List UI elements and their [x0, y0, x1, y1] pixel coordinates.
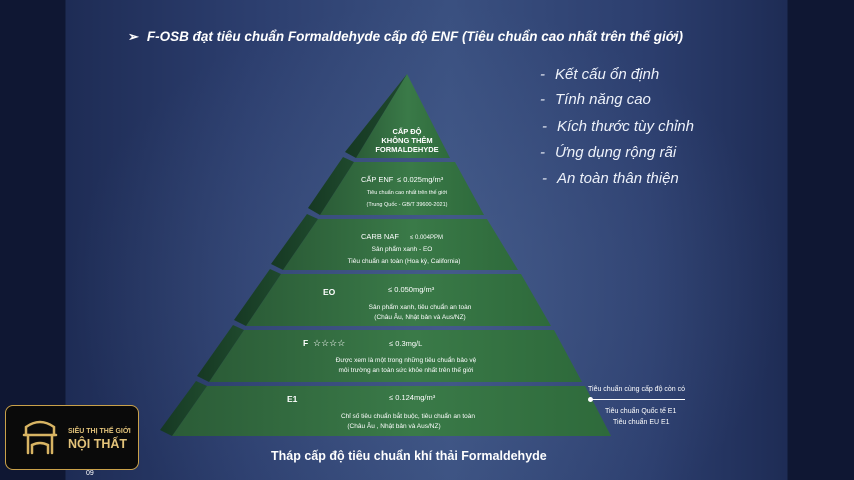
- dash-bullet: -: [542, 118, 547, 135]
- logo-line-1: SIÊU THỊ THẾ GIỚI: [68, 428, 131, 435]
- dash-bullet: -: [540, 66, 545, 83]
- f-desc-2: môi trường an toàn sức khỏe nhất trên th…: [338, 365, 473, 374]
- pyramid-tier-e1: [160, 381, 611, 436]
- pyramid-tier-top: [345, 74, 450, 158]
- pyramid-tier-enf: [308, 157, 484, 215]
- slide-title-text: F-OSB đạt tiêu chuẩn Formaldehyde cấp độ…: [146, 29, 684, 44]
- pyramid-caption: Tháp cấp độ tiêu chuẩn khí thải Formalde…: [271, 449, 547, 463]
- brand-logo: SIÊU THỊ THẾ GIỚI NỘI THẤT: [5, 405, 139, 470]
- slide-title: ➢ F-OSB đạt tiêu chuẩn Formaldehyde cấp đ…: [128, 29, 683, 45]
- enf-value: ≤ 0.025mg/m³: [397, 175, 444, 184]
- carb-desc-2: Tiêu chuẩn an toàn (Hoa kỳ, California): [348, 257, 461, 265]
- enf-desc-1: Tiêu chuẩn cao nhất trên thế giới: [367, 189, 447, 196]
- dash-bullet: -: [542, 170, 547, 187]
- pyramid-tier-f: [197, 325, 582, 382]
- carb-desc-1: Sản phẩm xanh - EO: [372, 245, 433, 253]
- star-rating-icon: ☆☆☆☆: [313, 338, 345, 348]
- feature-item: -Ứng dụng rộng rãi: [540, 144, 677, 161]
- e1-desc-1: Chỉ số tiêu chuẩn bắt buộc, tiêu chuẩn a…: [341, 411, 475, 420]
- enf-desc-2: (Trung Quốc - GB/T 39600-2021): [366, 202, 447, 208]
- page-number: 09: [86, 470, 94, 477]
- carb-name: CARB NAF: [361, 232, 399, 241]
- note-line-international: Tiêu chuẩn Quốc tế E1: [605, 408, 677, 415]
- chair-logo-icon: [22, 420, 58, 455]
- note-divider: [590, 399, 685, 400]
- e1-value: ≤ 0.124mg/m³: [389, 393, 436, 402]
- top-line-2: KHÔNG THÊM: [381, 136, 432, 145]
- arrow-bullet-icon: ➢: [128, 29, 139, 44]
- enf-name: CẤP ENF: [361, 174, 394, 184]
- pyramid-tier-carb: [271, 214, 518, 270]
- note-line-eu: Tiêu chuẩn EU E1: [613, 419, 670, 426]
- top-line-3: FORMALDEHYDE: [375, 145, 438, 154]
- f-value: ≤ 0.3mg/L: [389, 339, 422, 348]
- logo-line-2: NỘI THẤT: [68, 437, 128, 451]
- f-desc-1: Được xem là một trong những tiêu chuẩn b…: [336, 356, 477, 364]
- eo-name: EO: [323, 287, 336, 297]
- pyramid-tier-eo: [234, 269, 551, 326]
- top-line-1: CẤP ĐỘ: [392, 126, 421, 136]
- e1-name: E1: [287, 394, 298, 404]
- feature-item: -Kết cấu ổn định: [540, 66, 660, 83]
- feature-item: -Tính năng cao: [540, 91, 651, 108]
- e1-desc-2: (Châu Âu , Nhật bản và Aus/NZ): [347, 421, 440, 430]
- note-heading: Tiêu chuẩn cùng cấp độ còn có: [588, 386, 686, 393]
- f-name: F: [303, 338, 308, 348]
- eo-desc-1: Sản phẩm xanh, tiêu chuẩn an toàn: [369, 303, 472, 311]
- dash-bullet: -: [540, 91, 545, 108]
- eo-value: ≤ 0.050mg/m³: [388, 285, 435, 294]
- dash-bullet: -: [540, 144, 545, 161]
- feature-item: -Kích thước tùy chỉnh: [542, 118, 694, 135]
- carb-value: ≤ 0.004PPM: [410, 235, 443, 241]
- eo-desc-2: (Châu Âu, Nhật bản và Aus/NZ): [374, 312, 465, 321]
- feature-item: -An toàn thân thiện: [542, 170, 679, 187]
